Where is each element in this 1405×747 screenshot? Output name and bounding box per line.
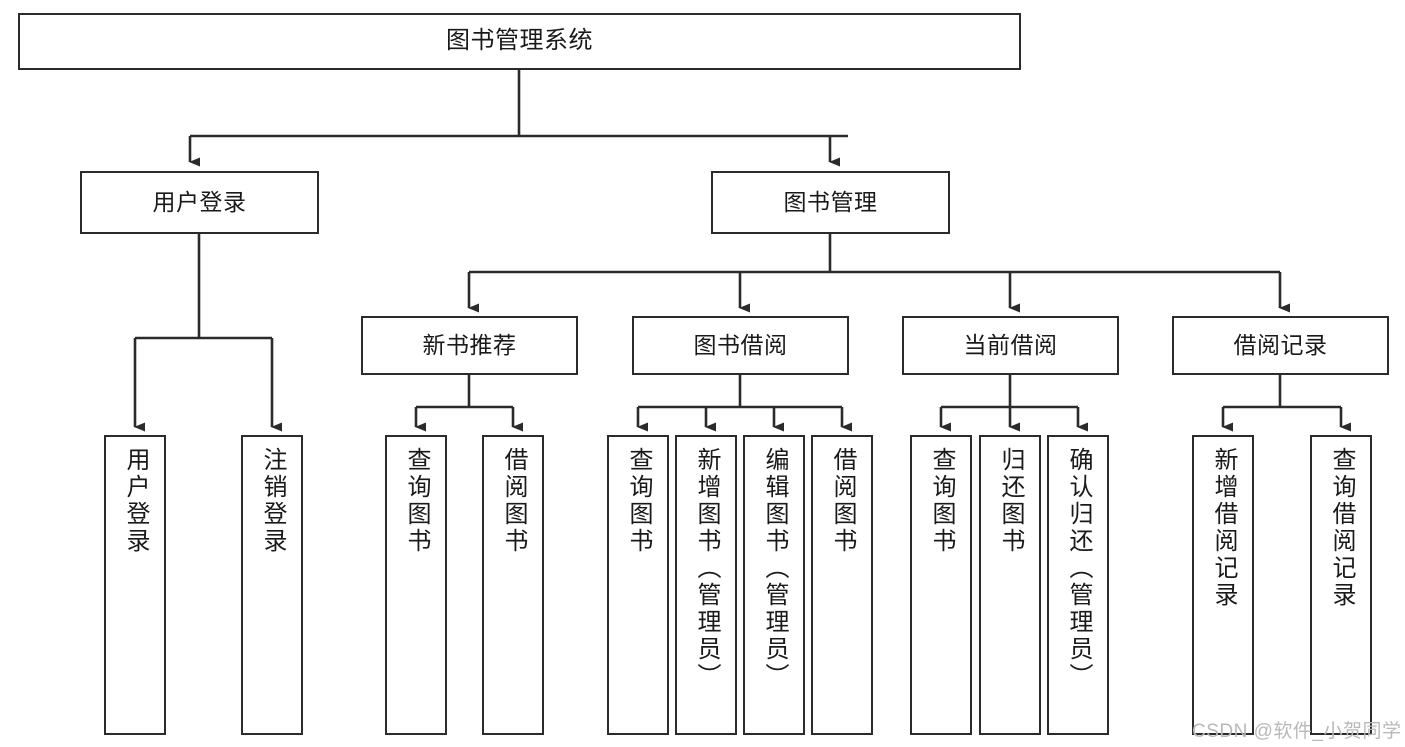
leaf-book-borrow-query[interactable]: 查询图书 [607,435,669,735]
node-label: 查询图书 [403,447,430,555]
node-label: 借阅图书 [829,447,856,555]
node-label: 用户登录 [152,188,247,215]
node-book-borrow[interactable]: 图书借阅 [632,316,849,375]
node-label: 当前借阅 [963,331,1058,358]
node-label: 新书推荐 [422,331,517,358]
leaf-new-book-borrow[interactable]: 借阅图书 [482,435,544,735]
node-book-management[interactable]: 图书管理 [711,171,950,234]
leaf-borrow-record-query[interactable]: 查询借阅记录 [1310,435,1372,735]
node-current-borrow[interactable]: 当前借阅 [902,316,1119,375]
node-borrow-record[interactable]: 借阅记录 [1172,316,1389,375]
node-root-book-management-system[interactable]: 图书管理系统 [18,13,1021,70]
node-label: 编辑图书（管理员） [761,447,788,690]
node-new-book-recommend[interactable]: 新书推荐 [361,316,578,375]
node-label: 确认归还（管理员） [1065,447,1092,690]
node-label: 图书管理系统 [446,27,593,55]
leaf-user-login-login[interactable]: 用户登录 [104,435,166,735]
node-label: 借阅图书 [500,447,527,555]
leaf-borrow-record-add[interactable]: 新增借阅记录 [1192,435,1254,735]
leaf-current-borrow-confirm-return[interactable]: 确认归还（管理员） [1047,435,1109,735]
node-label: 查询借阅记录 [1328,447,1355,609]
node-label: 归还图书 [997,447,1024,555]
node-label: 查询图书 [625,447,652,555]
leaf-book-borrow-edit[interactable]: 编辑图书（管理员） [743,435,805,735]
node-user-login[interactable]: 用户登录 [80,171,319,234]
leaf-user-login-logout[interactable]: 注销登录 [241,435,303,735]
watermark: CSDN @软件_小贺同学 [1192,721,1402,742]
node-label: 注销登录 [259,447,286,555]
node-label: 借阅记录 [1233,331,1328,358]
leaf-book-borrow-add[interactable]: 新增图书（管理员） [675,435,737,735]
leaf-book-borrow-borrow[interactable]: 借阅图书 [811,435,873,735]
node-label: 用户登录 [122,447,149,555]
leaf-current-borrow-query[interactable]: 查询图书 [910,435,972,735]
node-label: 图书管理 [783,188,878,215]
node-label: 查询图书 [928,447,955,555]
leaf-current-borrow-return[interactable]: 归还图书 [979,435,1041,735]
leaf-new-book-query[interactable]: 查询图书 [385,435,447,735]
node-label: 新增借阅记录 [1210,447,1237,609]
node-label: 新增图书（管理员） [693,447,720,690]
node-label: 图书借阅 [693,331,788,358]
